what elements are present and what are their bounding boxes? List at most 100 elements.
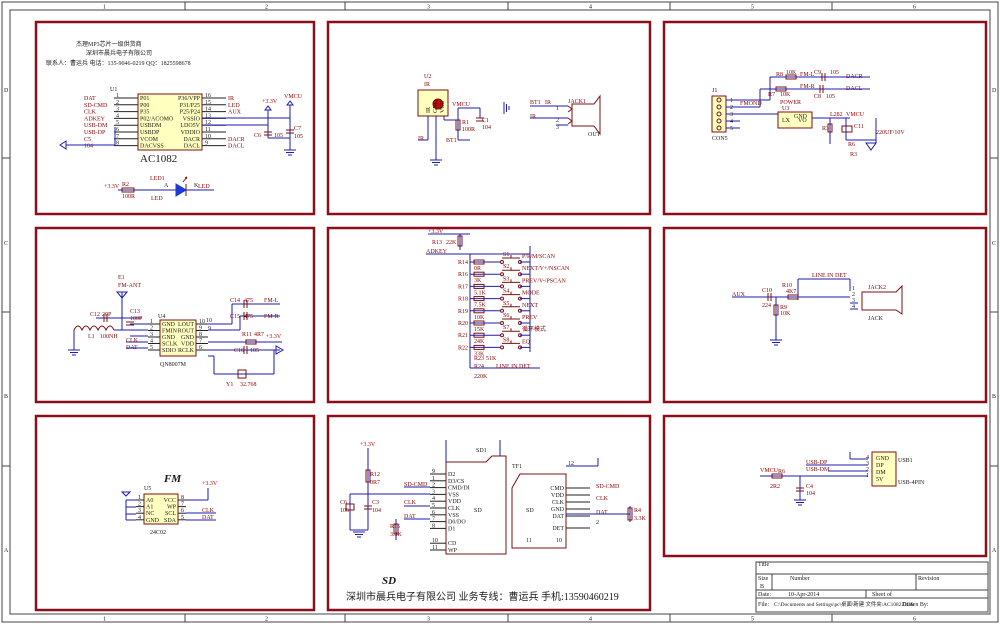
c16-value: 105 bbox=[250, 348, 259, 354]
r23-value: 51K bbox=[486, 356, 497, 362]
j1-pin: 3 bbox=[730, 112, 733, 118]
l1-inductor bbox=[73, 325, 115, 332]
supply-vmcu: VMCU bbox=[284, 94, 303, 100]
usb-r6-ref: R6 bbox=[778, 469, 785, 475]
col-label: 3 bbox=[427, 617, 430, 623]
qn8007-name: QN8007M bbox=[160, 362, 187, 368]
chip-pin-label: SCLK bbox=[162, 342, 178, 348]
chip-pin-number: 4 bbox=[150, 339, 153, 345]
fm-dat-net: DAT bbox=[126, 345, 138, 351]
jack2-name: JACK bbox=[868, 316, 884, 322]
usb-name: USB-4PIN bbox=[898, 480, 925, 486]
sd-name: SD bbox=[474, 508, 482, 514]
antenna-label: FM-ANT bbox=[118, 283, 141, 289]
col-label: 5 bbox=[751, 5, 754, 11]
key-resistor-value: 5.1K bbox=[474, 290, 487, 296]
tf-dat-net: DAT bbox=[596, 510, 608, 516]
r2-value: 100R bbox=[122, 194, 135, 200]
chip-pin-label: DACVSS bbox=[140, 144, 164, 150]
tb-revision: Revision bbox=[918, 576, 939, 582]
keys-supply: +3.3V bbox=[428, 229, 444, 235]
r8-value: 10K bbox=[786, 70, 797, 76]
row-label: C bbox=[992, 241, 996, 247]
ir-pin-ir: IR bbox=[426, 107, 432, 113]
jack2-pin: 2 bbox=[852, 292, 855, 298]
chip-pin-number: 7 bbox=[116, 134, 119, 140]
key-function-label: EQ bbox=[522, 339, 531, 345]
key-resistor bbox=[473, 296, 485, 302]
tb-date: Date: bbox=[758, 592, 771, 598]
sd-c6-ref: C6 bbox=[340, 500, 347, 506]
c14-ref: C14 bbox=[230, 298, 240, 304]
line-in-det-net: LINE IN DET bbox=[812, 273, 847, 279]
chip-pin-number: 14 bbox=[205, 107, 211, 113]
dacl-net: DACL bbox=[846, 86, 863, 92]
eeprom-clk-net: CLK bbox=[202, 508, 215, 514]
r2-resistor bbox=[121, 187, 135, 193]
eeprom-chip bbox=[143, 493, 179, 525]
chip-pin-label: DACR bbox=[183, 137, 200, 143]
chip-pin-number: 8 bbox=[199, 332, 202, 338]
col-label: 2 bbox=[265, 617, 268, 623]
ground-symbol bbox=[794, 499, 806, 506]
chip-pin-number: 3 bbox=[138, 508, 141, 514]
chip-pin-label: VSSIO bbox=[183, 116, 201, 122]
tb-title: Title bbox=[758, 562, 769, 568]
ac1082-name: AC1082 bbox=[140, 153, 177, 165]
key-resistor-value: 7.5K bbox=[474, 303, 487, 309]
chip-pin-label: P25/P24 bbox=[180, 110, 200, 116]
col-label: 3 bbox=[427, 5, 430, 11]
jack2-pin: 1 bbox=[852, 286, 855, 292]
chip-pin-label: P01 bbox=[140, 96, 149, 102]
usb-pin: GND bbox=[876, 456, 890, 462]
chip-pin-label: GND bbox=[146, 518, 160, 524]
key-resistor-ref: R20 bbox=[458, 321, 468, 327]
chip-pin-number: 5 bbox=[150, 345, 153, 351]
sd-pin-number: 1 bbox=[432, 476, 435, 482]
qn8007-chip bbox=[159, 319, 197, 357]
jack2-pin: 3 bbox=[852, 298, 855, 304]
led-name: LED bbox=[151, 196, 163, 202]
tf-card-socket bbox=[511, 473, 567, 549]
key-resistor bbox=[473, 332, 485, 338]
tf1-ref: TF1 bbox=[512, 464, 522, 470]
c14-value: 475 bbox=[244, 298, 253, 304]
panel-keys bbox=[326, 226, 652, 404]
ir-receiver-lens bbox=[432, 98, 444, 110]
led1-ref: LED1 bbox=[150, 176, 165, 182]
r13-ref: R13 bbox=[432, 240, 442, 246]
chip-pin-number: 2 bbox=[138, 502, 141, 508]
chip-pin-net: DACR bbox=[228, 137, 245, 143]
electrolytic-cap bbox=[841, 125, 853, 133]
led-supply: +3.3V bbox=[104, 184, 120, 190]
chip-pin-number: 8 bbox=[116, 141, 119, 147]
chip-pin-net: USB-DM bbox=[84, 123, 108, 129]
panel-power bbox=[662, 20, 988, 216]
chip-pin-number: 8 bbox=[181, 495, 184, 501]
ir-pin-gnd: GND bbox=[433, 99, 439, 113]
col-label: 4 bbox=[589, 617, 592, 623]
sd-pin-number: 8 bbox=[432, 523, 435, 529]
l1-ref: L1 bbox=[88, 334, 95, 340]
chip-pin-label: WP bbox=[167, 505, 177, 511]
chip-pin-number: 15 bbox=[205, 100, 211, 106]
tf-pin-11: 11 bbox=[526, 538, 532, 544]
r24-ref: R24 bbox=[474, 364, 484, 370]
key-resistor bbox=[473, 259, 485, 265]
c6-value: 105 bbox=[274, 133, 283, 139]
r1-resistor bbox=[455, 119, 461, 131]
tb-file: File: bbox=[758, 602, 769, 608]
sd-dat-net: DAT bbox=[404, 514, 416, 520]
sd-pin-label: VSS bbox=[448, 492, 459, 498]
key-resistor-value: 3K bbox=[474, 278, 482, 284]
usb-section: VMCU R6 2R2 C4 104 USB-DP USB-DM 4 3 2 1… bbox=[760, 451, 925, 506]
r11-ref: R11 bbox=[242, 332, 252, 338]
chip-pin-number: 4 bbox=[116, 113, 119, 119]
chip-pin-label: USBDM bbox=[140, 123, 162, 129]
u4-pin-num-9: 9 bbox=[208, 326, 211, 332]
r1-ref: R1 bbox=[462, 120, 469, 126]
jack1-name: OUT bbox=[588, 132, 601, 138]
usb-pin: DM bbox=[876, 470, 886, 476]
jack1-pin-3: 3 bbox=[556, 125, 559, 131]
